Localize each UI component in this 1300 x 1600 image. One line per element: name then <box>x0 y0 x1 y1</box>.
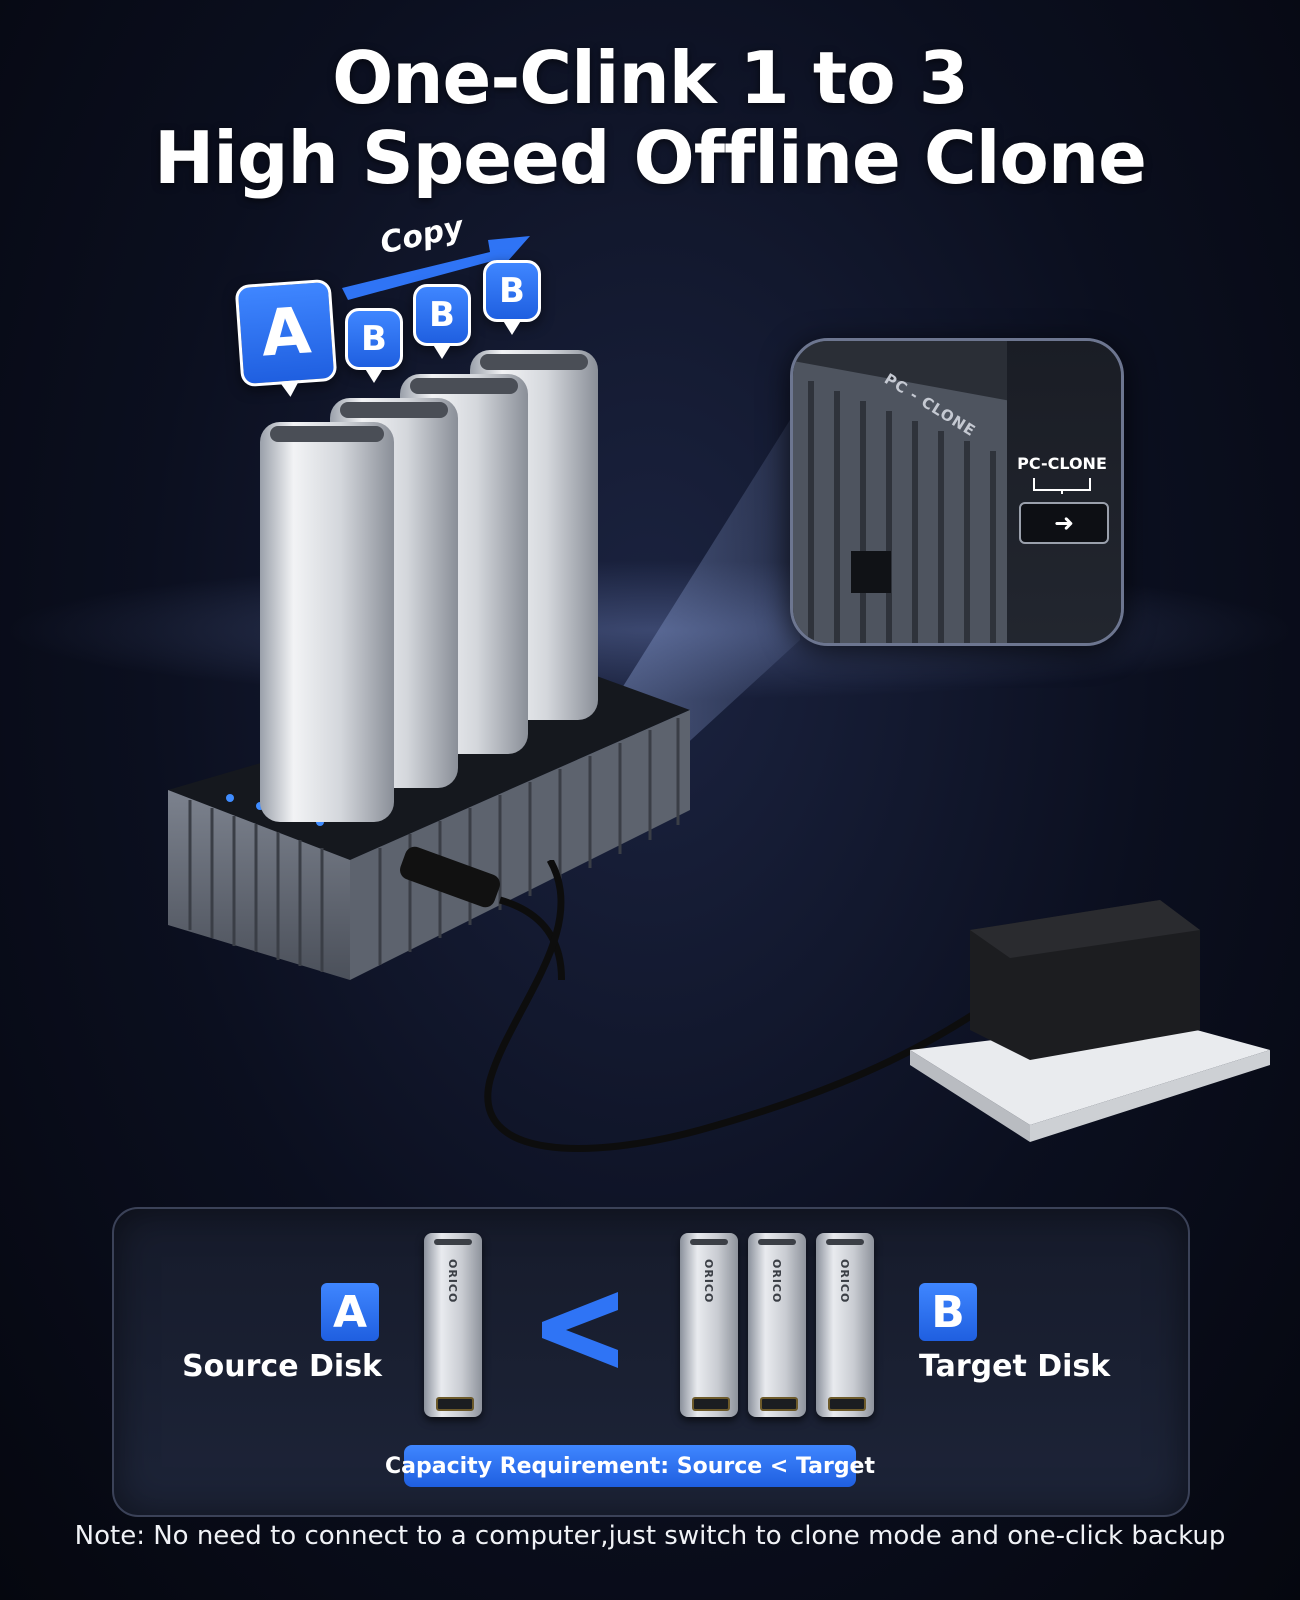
capacity-requirement-text: Capacity Requirement: Source < Target <box>385 1453 875 1479</box>
disk-brand: ORICO <box>838 1259 851 1304</box>
source-tag: A <box>321 1283 379 1341</box>
disk-brand: ORICO <box>446 1259 459 1304</box>
headline-line-1: One-Clink 1 to 3 <box>332 36 969 120</box>
source-disk-label: Source Disk <box>182 1349 382 1384</box>
source-disk-image: ORICO <box>424 1233 482 1417</box>
power-adapter <box>484 860 1270 1152</box>
pc-clone-label: PC-CLONE <box>1017 454 1107 473</box>
target-disk-image-3: ORICO <box>816 1233 874 1417</box>
clone-dock-product <box>168 350 690 980</box>
switch-bracket-icon <box>1033 478 1091 494</box>
target-tag-letter: B <box>931 1286 965 1338</box>
switch-panel <box>1007 341 1121 643</box>
less-than-icon <box>542 1292 618 1368</box>
target-disk-image-1: ORICO <box>680 1233 738 1417</box>
capacity-requirement-badge: Capacity Requirement: Source < Target <box>385 1445 875 1487</box>
target-badge-bubble-3: B <box>483 260 541 335</box>
headline-line-2: High Speed Offline Clone <box>154 116 1147 200</box>
target-badge-letter: B <box>429 295 455 335</box>
disk-brand: ORICO <box>770 1259 783 1304</box>
target-disk-image-2: ORICO <box>748 1233 806 1417</box>
copy-arrow-icon <box>342 236 530 300</box>
target-badge-letter: B <box>361 319 387 359</box>
disk-brand: ORICO <box>702 1259 715 1304</box>
target-badge-letter: B <box>499 271 525 311</box>
footnote: Note: No need to connect to a computer,j… <box>74 1521 1226 1551</box>
switch-arrow-icon: ➜ <box>1053 509 1075 537</box>
source-tag-letter: A <box>332 1286 368 1338</box>
headline: One-Clink 1 to 3 High Speed Offline Clon… <box>0 38 1300 198</box>
target-badge-bubble-1: B <box>345 308 403 383</box>
target-disk-label: Target Disk <box>919 1349 1111 1384</box>
pc-clone-switch-zoom <box>790 338 1124 646</box>
target-badge-bubble-2: B <box>413 284 471 359</box>
enclosure-ribs <box>793 341 1011 643</box>
pc-clone-switch: ➜ <box>1019 502 1109 544</box>
target-tag: B <box>919 1283 977 1341</box>
